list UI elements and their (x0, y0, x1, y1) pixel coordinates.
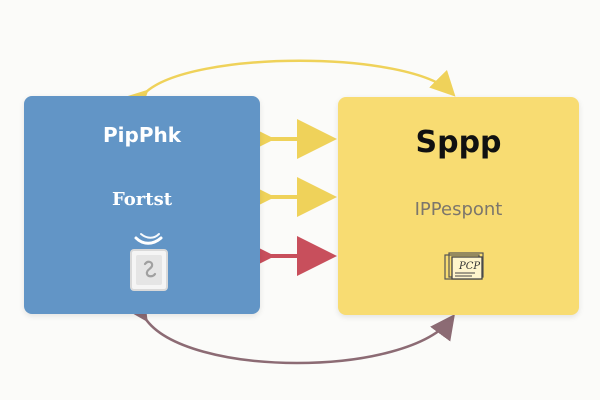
document-icon: PCP (441, 251, 487, 285)
right-panel: Sppp IPPespont PCP (338, 97, 579, 315)
left-panel: PipPhk Fortst (24, 96, 260, 314)
right-panel-subtitle: IPPespont (414, 199, 503, 220)
phone-icon (129, 226, 169, 294)
left-panel-title: PipPhk (102, 123, 182, 147)
top-arc-connector (121, 59, 456, 116)
right-panel-title: Sppp (415, 125, 502, 160)
document-text: PCP (458, 261, 480, 272)
bottom-arc-connector (123, 294, 455, 365)
left-panel-subtitle: Fortst (111, 189, 173, 210)
